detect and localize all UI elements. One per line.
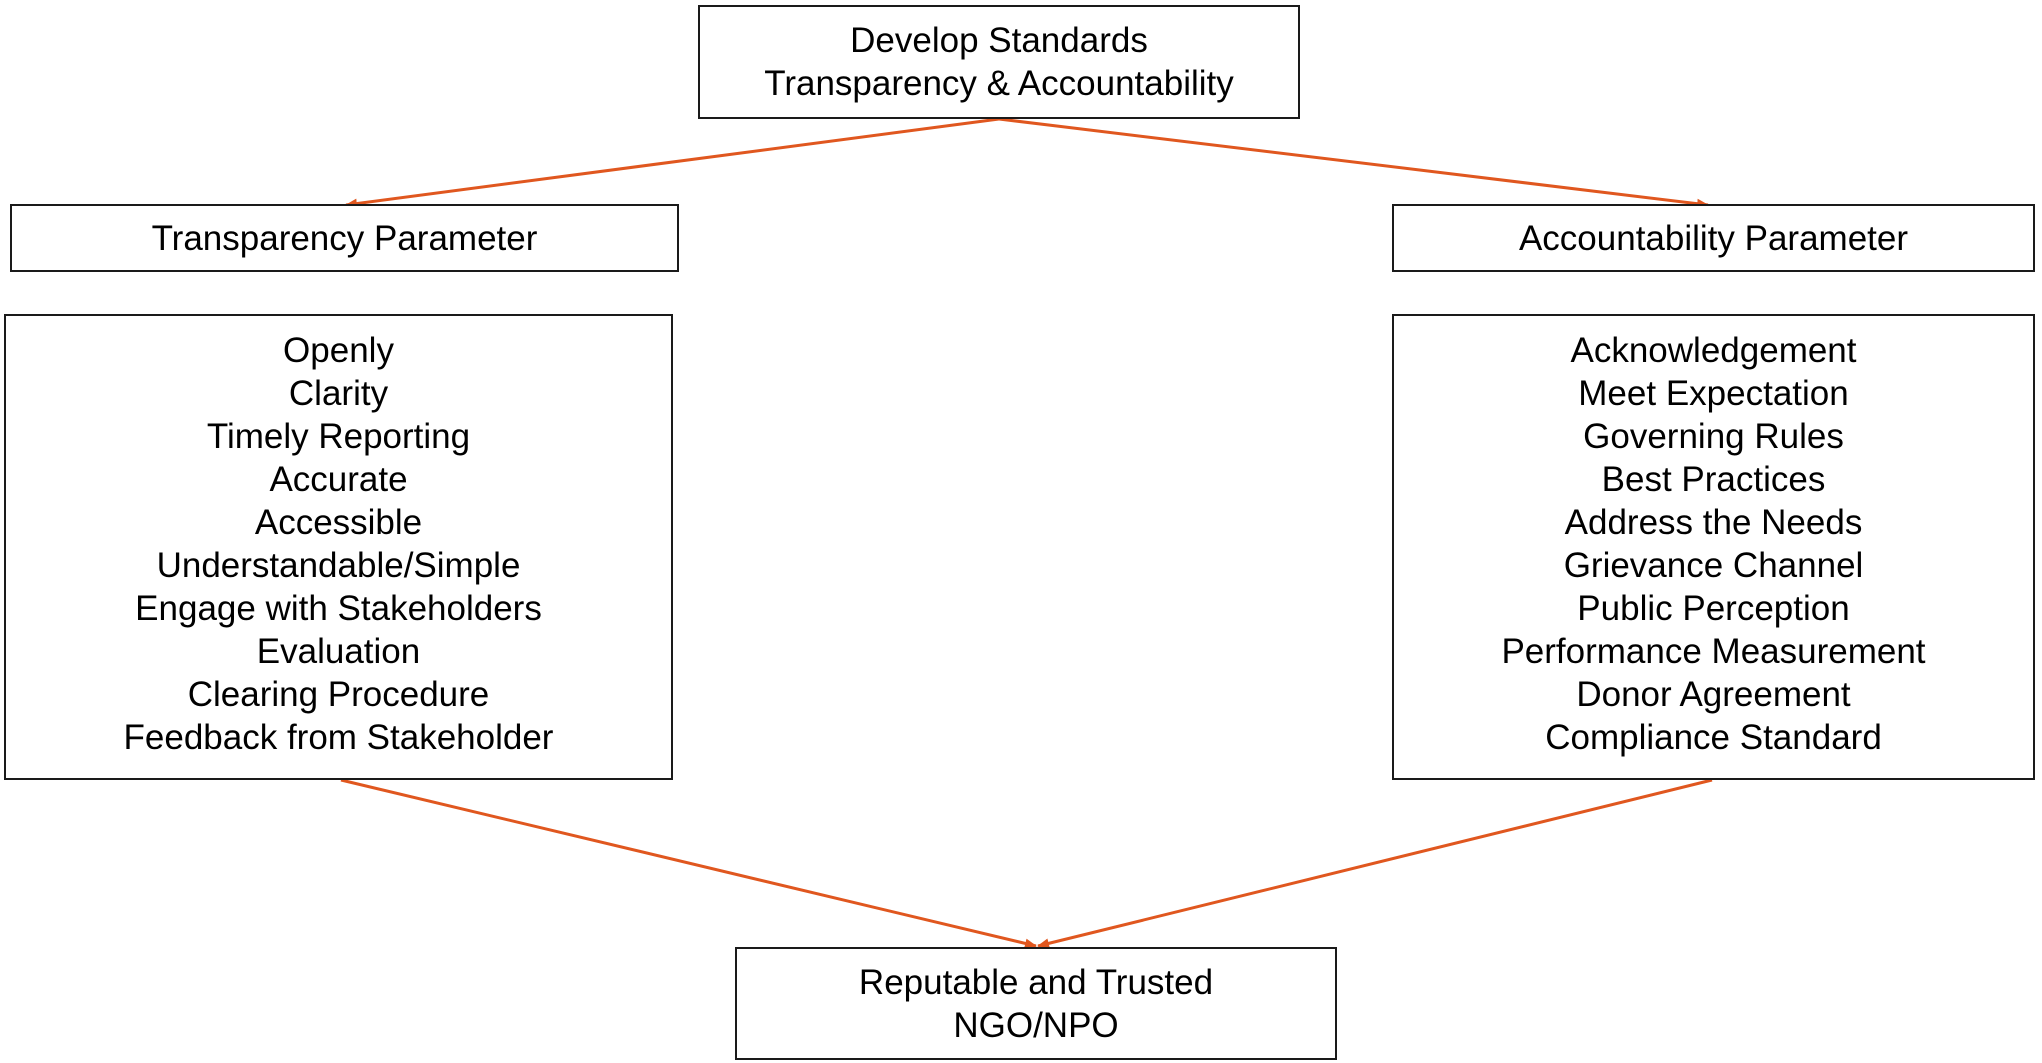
- develop-standards-title: Develop Standards: [850, 21, 1148, 60]
- transparency-parameter-label: Transparency Parameter: [151, 218, 538, 258]
- accountability-items-box: Acknowledgement Meet Expectation Governi…: [1392, 314, 2035, 780]
- reputable-ngo-box: Reputable and Trusted NGO/NPO: [735, 947, 1337, 1060]
- transparency-item: Clearing Procedure: [187, 675, 490, 714]
- transparency-item: Clarity: [288, 374, 389, 413]
- transparency-item: Openly: [283, 331, 394, 370]
- develop-standards-subtitle: Transparency & Accountability: [764, 64, 1234, 103]
- arrow-top-to-transparency: [345, 117, 1000, 209]
- transparency-item: Accessible: [254, 503, 423, 542]
- arrow-transparency-to-result: [340, 778, 1037, 949]
- accountability-parameter-box: Accountability Parameter: [1392, 204, 2035, 272]
- transparency-parameter-box: Transparency Parameter: [10, 204, 679, 272]
- arrow-accountability-to-result: [1037, 778, 1713, 949]
- accountability-item: Acknowledgement: [1570, 331, 1857, 370]
- accountability-item: Compliance Standard: [1545, 718, 1882, 757]
- transparency-item: Engage with Stakeholders: [135, 589, 542, 628]
- accountability-item: Best Practices: [1601, 460, 1826, 499]
- accountability-item: Grievance Channel: [1563, 546, 1864, 585]
- transparency-item: Timely Reporting: [206, 417, 471, 456]
- reputable-ngo-title: Reputable and Trusted: [858, 962, 1214, 1002]
- arrow-top-to-accountability: [998, 117, 1709, 209]
- accountability-item: Performance Measurement: [1501, 632, 1926, 671]
- accountability-item: Meet Expectation: [1578, 374, 1849, 413]
- accountability-item: Governing Rules: [1583, 417, 1844, 456]
- accountability-item: Address the Needs: [1564, 503, 1863, 542]
- transparency-item: Accurate: [269, 460, 408, 499]
- transparency-item: Feedback from Stakeholder: [123, 718, 554, 757]
- transparency-items-box: Openly Clarity Timely Reporting Accurate…: [4, 314, 673, 780]
- develop-standards-box: Develop Standards Transparency & Account…: [698, 5, 1300, 119]
- accountability-item: Public Perception: [1577, 589, 1850, 628]
- transparency-item: Understandable/Simple: [156, 546, 521, 585]
- accountability-item: Donor Agreement: [1576, 675, 1851, 714]
- transparency-item: Evaluation: [256, 632, 421, 671]
- reputable-ngo-subtitle: NGO/NPO: [953, 1005, 1119, 1045]
- accountability-parameter-label: Accountability Parameter: [1518, 218, 1909, 258]
